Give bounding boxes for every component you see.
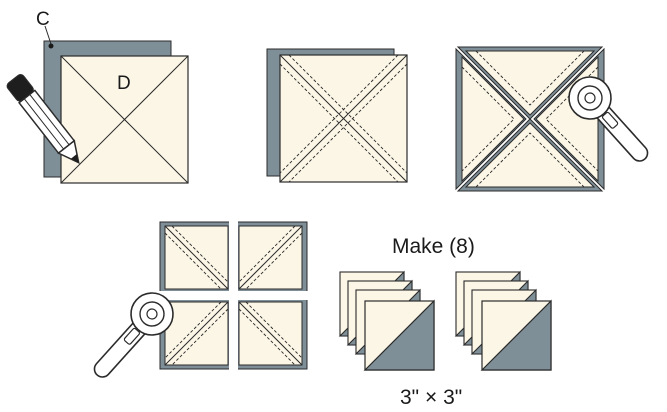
hst-unit-top-right	[236, 221, 308, 293]
cut-triangle-bottom	[456, 118, 604, 192]
step-2-stitch-diagonals	[266, 48, 408, 183]
make-count-label: Make (8)	[392, 235, 475, 258]
pencil-icon	[6, 74, 80, 165]
cut-triangle-left	[455, 47, 527, 191]
hst-stack-right	[454, 270, 552, 371]
label-c-dot	[48, 43, 54, 49]
hst-stack-left	[338, 270, 435, 371]
hst-unit-bottom-left	[159, 298, 231, 370]
hst-stack-unit	[363, 299, 435, 371]
cut-triangle-top	[456, 46, 604, 120]
step-1-mark-diagonals: C D	[6, 9, 189, 184]
result-hst-stacks: Make (8)	[338, 235, 552, 409]
label-fabric-d: D	[117, 73, 131, 94]
diagonal-line	[279, 54, 408, 183]
step-3-cut-diagonals	[455, 46, 649, 192]
finished-size-label: 3" × 3"	[400, 386, 462, 409]
label-c-leader	[44, 25, 52, 45]
hst-stack-unit	[480, 299, 552, 371]
label-fabric-c: C	[36, 9, 50, 30]
stitch-lines	[279, 54, 408, 183]
hst-unit-top-left	[159, 221, 231, 293]
rotary-cutter-icon	[568, 76, 649, 162]
step-4-cut-units	[93, 218, 311, 378]
hst-unit-bottom-right	[236, 298, 308, 370]
diagonal-line	[60, 55, 189, 184]
rotary-cutter-icon	[93, 292, 174, 378]
